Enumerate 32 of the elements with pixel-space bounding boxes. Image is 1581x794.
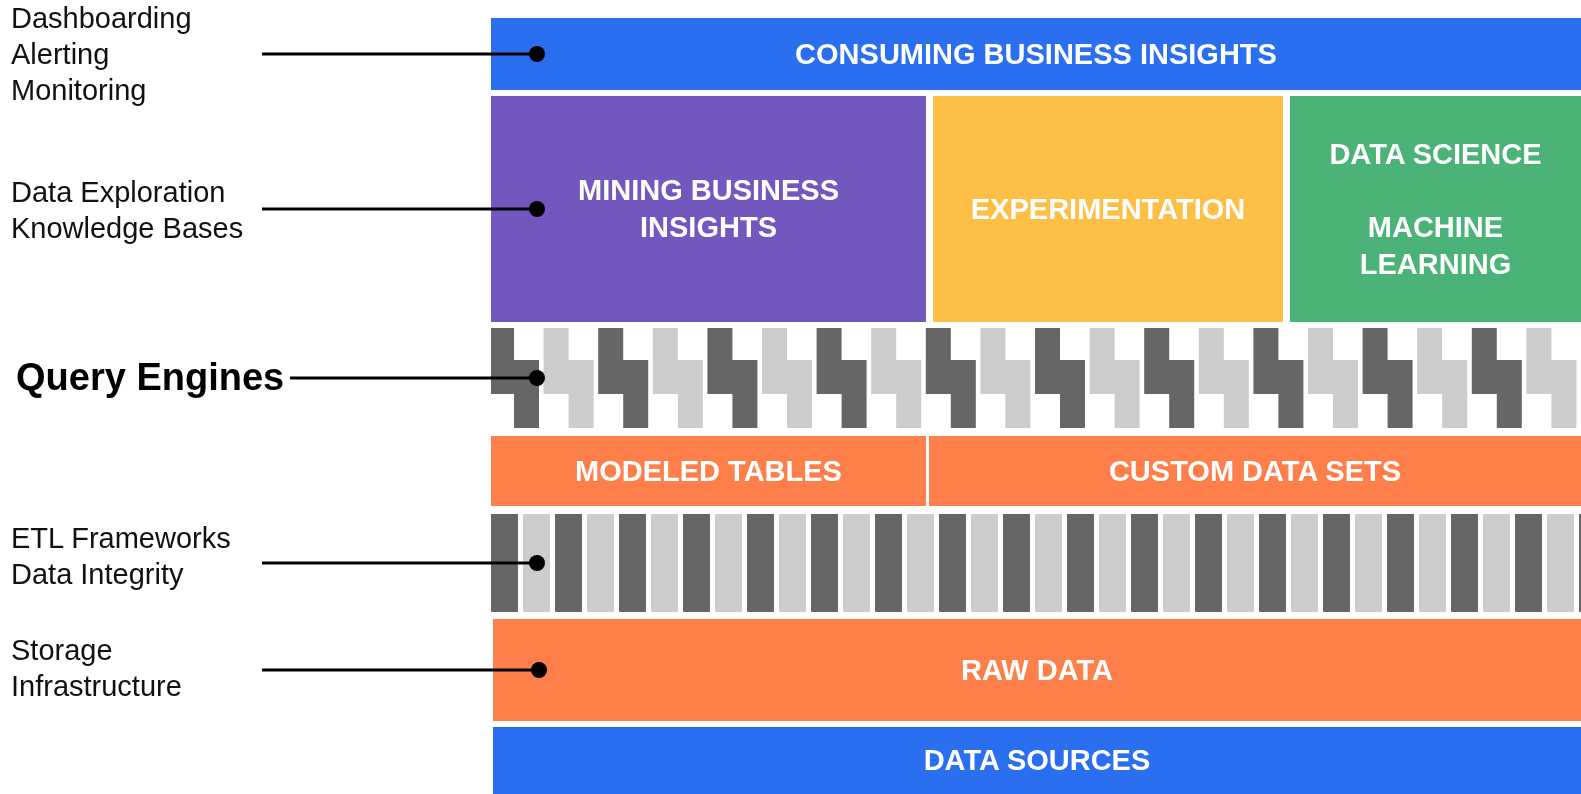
side-label: Knowledge Bases [11,211,245,246]
section-heading: Query Engines [16,355,286,399]
side-label: Data Integrity [11,557,185,592]
layer-band [933,96,1283,322]
layer-title: DATA SCIENCE [1329,136,1542,172]
side-label: Data Exploration [11,175,227,210]
layer-band [1290,96,1581,322]
layer-band [493,727,1581,794]
leader-line [290,370,545,386]
layer-title: MACHINE LEARNING [1358,209,1513,282]
leader-line [262,662,547,678]
layer-band [493,619,1581,721]
side-label: Storage [11,633,114,668]
layer-title: EXPERIMENTATION [970,191,1246,227]
layer-title: CUSTOM DATA SETS [1108,453,1402,489]
side-label: Monitoring [11,73,148,108]
layer-title: RAW DATA [961,652,1113,688]
layer-title: CONSUMING BUSINESS INSIGHTS [795,36,1277,72]
layer-band [929,436,1581,506]
side-label: Infrastructure [11,669,183,704]
leader-line [262,555,545,571]
side-label: ETL Frameworks [11,521,232,556]
side-label: Alerting [11,37,111,72]
side-label: Dashboarding [11,1,193,36]
layer-band [491,436,926,506]
leader-line [262,46,545,62]
layer-title: DATA SOURCES [923,743,1151,778]
layer-title: MINING BUSINESS INSIGHTS [577,173,840,245]
layer-title: MODELED TABLES [575,453,842,489]
layer-band [491,96,926,322]
leader-line [262,201,545,217]
layer-band [491,18,1581,90]
